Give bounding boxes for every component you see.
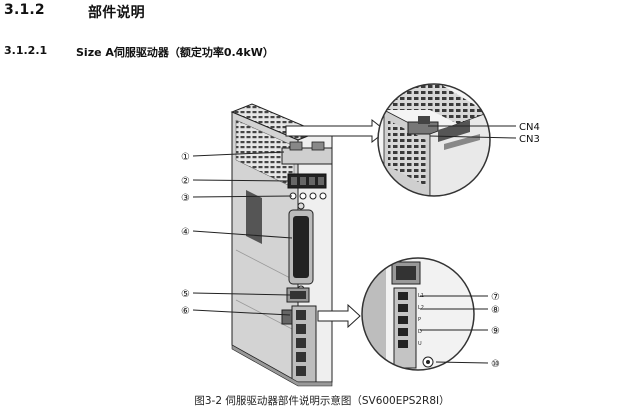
section-number: 3.1.2 — [4, 2, 45, 18]
connector-labels: CN4 CN3 — [519, 122, 540, 145]
svg-text:L2: L2 — [418, 305, 424, 311]
zoom-detail-top — [377, 83, 491, 197]
section-title: 部件说明 — [88, 5, 145, 21]
callouts-right: ⑦ ⑧ ⑨ ⑩ — [491, 292, 500, 370]
callout-3: ③ — [181, 193, 190, 204]
cn3-label: CN3 — [519, 134, 540, 145]
callout-lines-left — [192, 151, 293, 316]
callout-1: ① — [181, 152, 190, 163]
callout-5: ⑤ — [181, 289, 190, 300]
callout-lines-right — [420, 295, 489, 364]
callout-6: ⑥ — [181, 306, 190, 317]
cn4-label: CN4 — [519, 122, 540, 133]
callout-4: ④ — [181, 227, 190, 238]
connector-lines — [428, 125, 517, 139]
svg-text:U: U — [418, 341, 422, 347]
callout-2: ② — [181, 176, 190, 187]
callout-9: ⑨ — [491, 326, 500, 337]
subsection-number: 3.1.2.1 — [4, 44, 48, 57]
drive-body — [230, 103, 333, 387]
svg-text:D: D — [418, 329, 422, 335]
callout-7: ⑦ — [491, 292, 500, 303]
figure-caption: 图3-2 伺服驱动器部件说明示意图（SV600EPS2R8I） — [194, 395, 450, 407]
svg-text:P: P — [418, 317, 421, 323]
callouts-left: ① ② ③ ④ ⑤ ⑥ — [181, 152, 190, 317]
callout-8: ⑧ — [491, 305, 500, 316]
subsection-title: Size A伺服驱动器（额定功率0.4kW） — [76, 46, 274, 59]
callout-10: ⑩ — [491, 359, 500, 370]
